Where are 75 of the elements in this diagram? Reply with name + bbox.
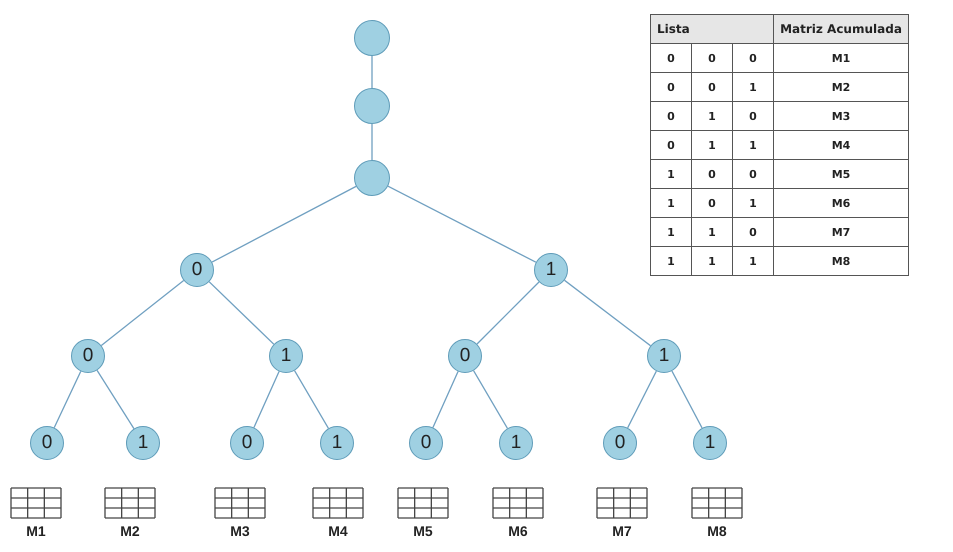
connector-line	[432, 371, 459, 428]
connector-line	[96, 370, 134, 429]
matrix-label: M5	[413, 523, 433, 539]
connector-line	[100, 280, 184, 346]
matrix-name: M8	[774, 246, 908, 276]
tree-node: 1	[499, 426, 533, 460]
bit-value: 1	[732, 130, 774, 160]
tree-node: 0	[448, 339, 482, 373]
connector-line	[253, 371, 280, 428]
bit-value: 1	[650, 160, 692, 188]
connector-line	[671, 370, 703, 428]
tree-node: 0	[409, 426, 443, 460]
bit-value: 0	[732, 44, 774, 72]
tree-node: 0	[180, 253, 214, 287]
bit-value: 1	[732, 188, 774, 218]
connector-line	[294, 370, 329, 429]
connector-line	[564, 280, 651, 346]
matrix-label: M1	[26, 523, 46, 539]
connector-line	[208, 281, 274, 345]
root-node	[354, 20, 390, 56]
bit-value: 1	[650, 188, 692, 218]
root-node	[354, 88, 390, 124]
connector-line	[371, 124, 373, 160]
bit-value: 1	[692, 130, 732, 160]
tree-node: 1	[269, 339, 303, 373]
matrix-name: M2	[774, 72, 908, 102]
connector-line	[627, 370, 657, 428]
connector-line	[473, 370, 508, 429]
matrix-name: M3	[774, 102, 908, 130]
tree-node: 1	[693, 426, 727, 460]
connector-line	[371, 56, 373, 88]
matrix-name: M6	[774, 188, 908, 218]
bit-value: 0	[650, 102, 692, 130]
bit-value: 0	[650, 72, 692, 102]
root-node	[354, 160, 390, 196]
tree-node: 1	[534, 253, 568, 287]
matrix-label: M3	[230, 523, 250, 539]
bit-value: 0	[692, 188, 732, 218]
column-header: Lista	[650, 14, 774, 44]
bit-value: 1	[650, 218, 692, 246]
bit-value: 0	[650, 44, 692, 72]
connector-line	[476, 282, 540, 344]
matrix-name: M5	[774, 160, 908, 188]
bit-value: 0	[732, 102, 774, 130]
connector-line	[54, 371, 82, 428]
bit-value: 0	[692, 72, 732, 102]
tree-node: 1	[126, 426, 160, 460]
bit-value: 1	[692, 246, 732, 276]
matrix-label: M7	[612, 523, 632, 539]
bit-value: 1	[732, 246, 774, 276]
matrix-name: M1	[774, 44, 908, 72]
connector-line	[212, 186, 356, 263]
matrix-name: M7	[774, 218, 908, 246]
bit-value: 0	[692, 44, 732, 72]
bit-value: 0	[732, 218, 774, 246]
matrix-label: M4	[328, 523, 348, 539]
connector-line	[388, 186, 536, 263]
matrix-label: M6	[508, 523, 528, 539]
column-header: Matriz Acumulada	[774, 14, 908, 44]
bit-value: 0	[650, 130, 692, 160]
tree-node: 0	[71, 339, 105, 373]
bit-value: 1	[650, 246, 692, 276]
matrix-name: M4	[774, 130, 908, 160]
bit-value: 1	[732, 72, 774, 102]
bit-value: 0	[692, 160, 732, 188]
bit-value: 1	[692, 102, 732, 130]
tree-node: 0	[30, 426, 64, 460]
tree-node: 1	[647, 339, 681, 373]
matrix-label: M2	[120, 523, 140, 539]
tree-node: 1	[320, 426, 354, 460]
bit-value: 1	[692, 218, 732, 246]
tree-node: 0	[603, 426, 637, 460]
matrix-label: M8	[707, 523, 727, 539]
tree-node: 0	[230, 426, 264, 460]
bit-value: 0	[732, 160, 774, 188]
